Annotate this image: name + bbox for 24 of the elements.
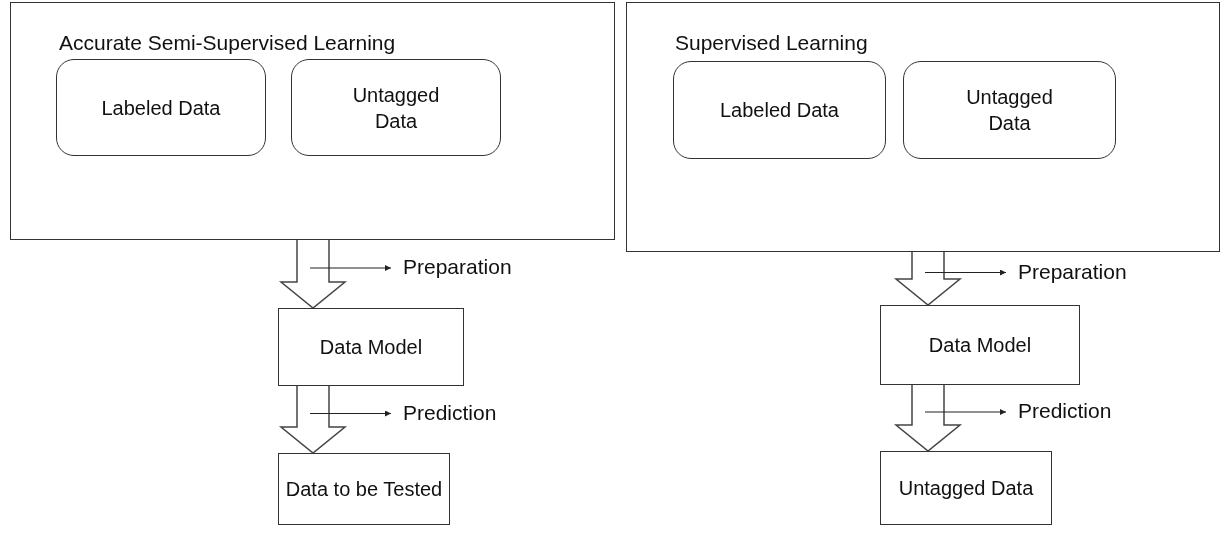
box-label: Labeled Data xyxy=(101,95,221,121)
rounded-box xyxy=(56,59,266,156)
box-label: Untagged Data xyxy=(351,82,441,134)
rounded-box xyxy=(291,59,501,156)
box-label: Data Model xyxy=(928,333,1032,358)
group-box xyxy=(10,2,615,240)
block-arrow xyxy=(893,251,963,306)
box-label: Untagged Data xyxy=(898,476,1034,501)
group-box xyxy=(626,2,1220,252)
box-label: Data to be Tested xyxy=(285,477,443,502)
rounded-box xyxy=(903,61,1116,159)
process-box xyxy=(880,305,1080,385)
block-arrow xyxy=(893,384,963,452)
process-box xyxy=(880,451,1052,525)
group-title: Supervised Learning xyxy=(675,30,868,56)
block-arrow xyxy=(278,385,348,454)
rounded-box xyxy=(673,61,886,159)
process-box xyxy=(278,308,464,386)
process-box xyxy=(278,453,450,525)
box-label: Untagged Data xyxy=(965,85,1054,136)
group-title: Accurate Semi-Supervised Learning xyxy=(59,30,396,56)
box-label: Data Model xyxy=(319,335,423,360)
block-arrow xyxy=(278,239,348,309)
box-label: Labeled Data xyxy=(720,98,839,123)
